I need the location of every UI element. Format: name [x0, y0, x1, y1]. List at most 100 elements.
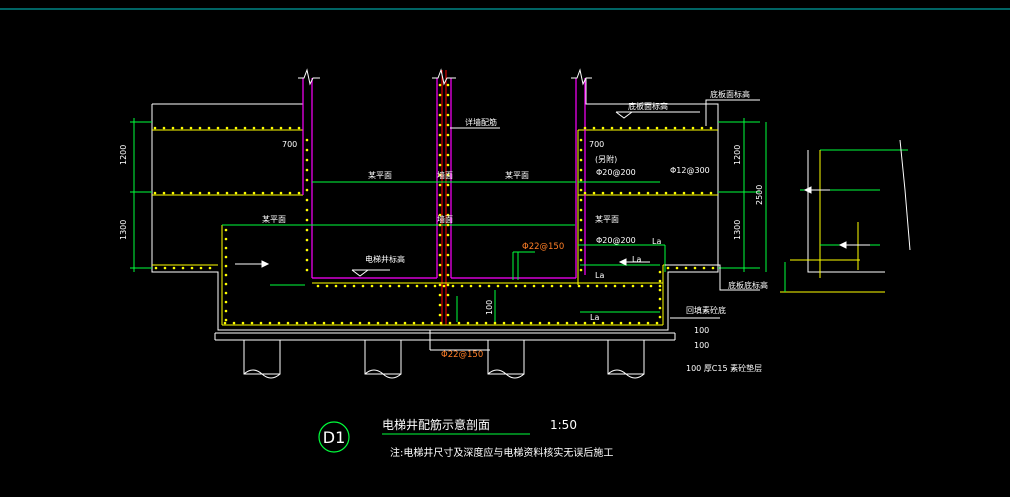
rebar-dot	[532, 284, 536, 288]
walls	[311, 70, 577, 325]
rebar-dot	[691, 126, 695, 130]
rebar-dot	[234, 191, 238, 195]
rebar-dot	[438, 243, 442, 247]
rebar-dot	[579, 208, 583, 212]
rebar-dot	[224, 318, 228, 322]
rebar-dot	[559, 284, 563, 288]
rebar-dot	[583, 126, 587, 130]
rebar-dot	[277, 321, 281, 325]
rebar-dot	[305, 158, 309, 162]
rebar-dot	[181, 266, 185, 270]
rebar-dot	[628, 321, 632, 325]
rebar-dot	[446, 263, 450, 267]
rebar-dot	[438, 93, 442, 97]
rebar-right: Φ12@300	[670, 166, 710, 175]
rebar-dot	[640, 284, 644, 288]
rebar-dot	[270, 191, 274, 195]
rebar-dot	[579, 268, 583, 272]
rebar-dot	[579, 158, 583, 162]
rebar-dot	[579, 178, 583, 182]
rebar-dot	[700, 126, 704, 130]
rebar-dot	[216, 126, 220, 130]
rebar-dot	[412, 321, 416, 325]
rebar-dot	[388, 284, 392, 288]
rebar-dot	[438, 253, 442, 257]
rebar-dot	[406, 284, 410, 288]
rebar-dot	[711, 266, 715, 270]
rebar-dot	[658, 284, 662, 288]
dim-la-1: La	[595, 271, 604, 280]
rebar-dot	[304, 321, 308, 325]
rebar-dot	[579, 258, 583, 262]
rebar-dot	[446, 183, 450, 187]
rebar-dot	[162, 191, 166, 195]
rebar-dot	[446, 173, 450, 177]
rebar-dot	[225, 191, 229, 195]
title-note: 注:电梯井尺寸及深度应与电梯资料核实无误后施工	[390, 446, 613, 459]
rebar-dot	[579, 228, 583, 232]
pile-4	[607, 339, 645, 379]
rebar-dot	[252, 191, 256, 195]
rebar-dot	[438, 283, 442, 287]
rebar-dot	[224, 255, 228, 259]
rebar-dot	[446, 83, 450, 87]
rebar-dot	[568, 284, 572, 288]
rebar-dot	[556, 321, 560, 325]
rebar-dot	[198, 191, 202, 195]
rebar-dot	[466, 321, 470, 325]
rebar-dot	[163, 266, 167, 270]
rebar-dot	[208, 266, 212, 270]
rebar-dot	[579, 198, 583, 202]
rebar-dot	[682, 191, 686, 195]
rebar-dot	[673, 191, 677, 195]
rebar-dot	[469, 284, 473, 288]
rebar-dot	[579, 148, 583, 152]
rebar-dot	[493, 321, 497, 325]
rebar-dot	[658, 297, 662, 301]
rebar-dot	[224, 291, 228, 295]
rebar-dot	[331, 321, 335, 325]
rebar-dot	[358, 321, 362, 325]
mark-2: 某平面	[505, 171, 529, 180]
rebar-dot	[673, 126, 677, 130]
rebar-dot	[649, 284, 653, 288]
rebar-dot	[334, 284, 338, 288]
rebar-top: Φ20@200	[596, 168, 636, 177]
rebar-dot	[682, 126, 686, 130]
rebar-dot	[446, 193, 450, 197]
rebar-dot	[502, 321, 506, 325]
rebar-dot	[250, 321, 254, 325]
rebar-dot	[579, 168, 583, 172]
rebar-dot	[438, 153, 442, 157]
inset-detail	[780, 139, 911, 293]
rebar-dot	[446, 113, 450, 117]
rebar-dot	[446, 243, 450, 247]
rebar-dot	[433, 284, 437, 288]
rebar-dot	[180, 126, 184, 130]
rebar-dot	[162, 126, 166, 130]
rebar-dot	[547, 321, 551, 325]
label-top-right-elev: 底板面标高	[628, 101, 668, 111]
pile-2	[364, 339, 402, 379]
rebar-dot	[446, 203, 450, 207]
rebar-dot	[153, 126, 157, 130]
rebar-dot	[579, 138, 583, 142]
rebar-dot	[631, 284, 635, 288]
rebar-dot	[224, 246, 228, 250]
rebar-dot	[343, 284, 347, 288]
rebar-dot	[601, 126, 605, 130]
label-backfill: 回填素砼底	[686, 305, 726, 315]
rebar-dot	[438, 233, 442, 237]
title-block: D1 电梯井配筋示意剖面 1:50 注:电梯井尺寸及深度应与电梯资料核实无误后施…	[318, 417, 613, 459]
rebar-dot	[305, 208, 309, 212]
rebar-dot	[637, 126, 641, 130]
rebar-dot	[154, 266, 158, 270]
rebar-dot	[305, 228, 309, 232]
rebar-dot	[579, 188, 583, 192]
rebar-dot	[514, 284, 518, 288]
rebar-dot	[207, 126, 211, 130]
rebar-dot	[610, 191, 614, 195]
rebar-dot	[622, 284, 626, 288]
title-badge: D1	[323, 428, 346, 447]
rebar-dot	[297, 126, 301, 130]
